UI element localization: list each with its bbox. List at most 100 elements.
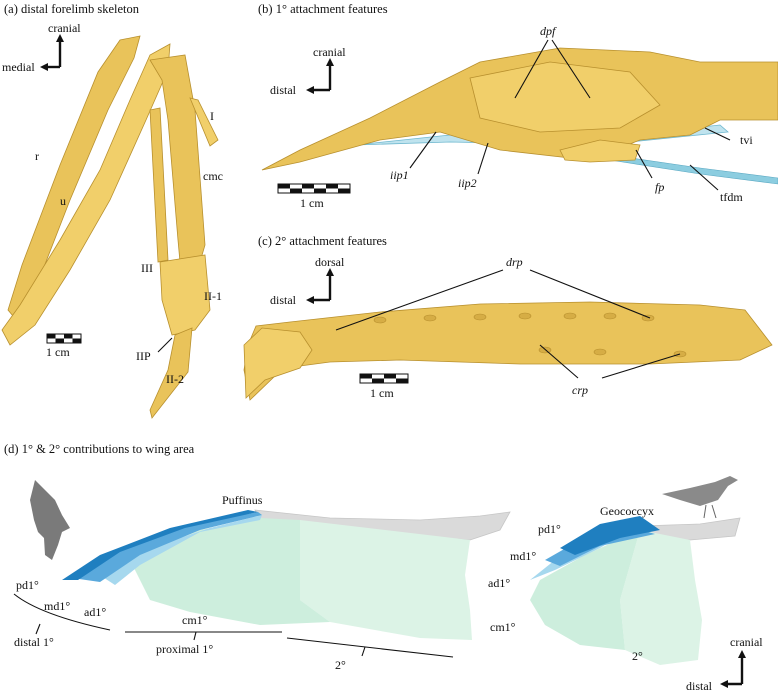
puffinus-ad-label: ad1° — [84, 605, 106, 619]
panel-b-title: (b) 1° attachment features — [258, 2, 388, 16]
iip-leader — [157, 337, 173, 353]
cmc-label: cmc — [203, 169, 223, 183]
quill-knobs — [373, 312, 687, 358]
iip1-leader — [409, 131, 437, 169]
geococcyx-pd-label: pd1° — [538, 522, 561, 536]
panel-b-compass: cranial distal — [270, 45, 346, 97]
panel-c-compass-left: distal — [270, 293, 297, 307]
puffinus-md-label: md1° — [44, 599, 70, 613]
panel-a: (a) distal forelimb skeleton r u I cmc I… — [1, 2, 223, 419]
ulna-bone — [1, 43, 171, 346]
radius-label: r — [35, 149, 39, 163]
digit-II1-label: II-1 — [204, 289, 222, 303]
digit-II2-label: II-2 — [166, 372, 184, 386]
puffinus-proximal-tick — [193, 631, 197, 641]
puffinus-md-primaries — [72, 512, 262, 582]
geococcyx-cm-primaries — [530, 530, 640, 650]
puffinus-name: Puffinus — [222, 493, 263, 507]
digit-II2-bone — [149, 327, 193, 419]
puffinus-proximal-label: proximal 1° — [156, 642, 213, 656]
crp-leader-1 — [539, 344, 579, 379]
panel-b-scalebar: 1 cm — [277, 183, 351, 210]
puffinus-bird-icon — [30, 480, 70, 560]
panel-c: (c) 2° attachment features drp crp — [243, 234, 773, 401]
puffinus-pd-label: pd1° — [16, 578, 39, 592]
puffinus-distal-tick — [35, 623, 41, 635]
geococcyx-pd-primaries — [560, 516, 660, 555]
digit-III-label: III — [141, 261, 153, 275]
radius-bone — [7, 35, 141, 323]
dpf-label: dpf — [540, 24, 557, 38]
panel-c-title: (c) 2° attachment features — [258, 234, 387, 248]
panel-c-compass-up: dorsal — [315, 255, 345, 269]
puffinus-wing — [62, 509, 511, 640]
iip2-leader — [477, 142, 489, 175]
drp-leader-1 — [335, 269, 504, 331]
panel-c-scale-label: 1 cm — [370, 386, 394, 400]
drp-leader-2 — [529, 269, 651, 319]
puffinus-secondary-tick — [361, 646, 366, 657]
panel-b-scale-label: 1 cm — [300, 196, 324, 210]
puffinus-cm-label: cm1° — [182, 613, 208, 627]
dpf-leader-2 — [551, 39, 591, 99]
panel-d-title: (d) 1° & 2° contributions to wing area — [4, 442, 195, 456]
dpf-leader-1 — [514, 39, 549, 99]
panel-a-scalebar: 1 cm — [46, 333, 82, 359]
fp-leader — [635, 149, 653, 179]
panel-d: (d) 1° & 2° contributions to wing area P… — [4, 442, 763, 691]
tvi-leader — [704, 127, 731, 141]
panel-b: (b) 1° attachment features dpf iip1 iip2… — [258, 2, 778, 210]
iip1-label: iip1 — [390, 168, 409, 182]
drp-label: drp — [506, 255, 523, 269]
geococcyx-leg-2 — [711, 504, 717, 519]
tfdm-leader — [689, 164, 719, 191]
ulna-bone-c — [243, 301, 773, 401]
panel-a-compass: cranial medial — [2, 21, 81, 74]
geococcyx-leg-1 — [703, 504, 707, 519]
panel-c-scalebar: 1 cm — [359, 373, 409, 400]
ulna-label: u — [60, 194, 66, 208]
puffinus-pd-primaries — [62, 510, 258, 580]
puffinus-cm-primaries — [130, 518, 330, 625]
panel-a-title: (a) distal forelimb skeleton — [4, 2, 140, 16]
puffinus-distal-bracket — [13, 593, 111, 631]
flexor-process-b — [559, 139, 641, 163]
panel-d-compass-up: cranial — [730, 635, 763, 649]
ulna-condyle-c — [243, 327, 313, 399]
dorsal-process-b — [469, 61, 661, 133]
panel-d-compass: cranial distal — [686, 635, 763, 691]
geococcyx-secondary-label: 2° — [632, 649, 643, 663]
geococcyx-ad-label: ad1° — [488, 576, 510, 590]
puffinus-secondaries — [300, 520, 472, 640]
geococcyx-name: Geococcyx — [600, 504, 654, 518]
digit-I-bone — [189, 97, 219, 147]
geococcyx-bird-icon — [662, 476, 738, 506]
geococcyx-md-label: md1° — [510, 549, 536, 563]
puffinus-secondary-label: 2° — [335, 658, 346, 672]
panel-b-compass-up: cranial — [313, 45, 346, 59]
digit-I-label: I — [210, 109, 214, 123]
panel-d-compass-left: distal — [686, 679, 713, 691]
crp-label: crp — [572, 383, 588, 397]
tvi-label: tvi — [740, 133, 753, 147]
geococcyx-cm-label: cm1° — [490, 620, 516, 634]
iip2-label: iip2 — [458, 176, 477, 190]
geococcyx-wing — [530, 516, 741, 665]
panel-a-scale-label: 1 cm — [46, 345, 70, 359]
iip-label: IIP — [136, 349, 151, 363]
tfdm-label: tfdm — [720, 190, 743, 204]
digit-II1-bone — [159, 254, 211, 336]
puffinus-secondary-bracket — [286, 637, 454, 658]
geococcyx-md-primaries — [545, 528, 655, 566]
puffinus-ad-primaries — [95, 515, 262, 585]
panel-b-compass-left: distal — [270, 83, 297, 97]
crp-leader-2 — [601, 353, 681, 379]
digit-III-bone — [149, 107, 169, 263]
panel-a-compass-left: medial — [2, 60, 35, 74]
panel-a-compass-up: cranial — [48, 21, 81, 35]
panel-c-compass: dorsal distal — [270, 255, 345, 307]
geococcyx-secondaries — [620, 530, 702, 665]
fp-label: fp — [655, 180, 664, 194]
puffinus-distal-label: distal 1° — [14, 635, 54, 649]
